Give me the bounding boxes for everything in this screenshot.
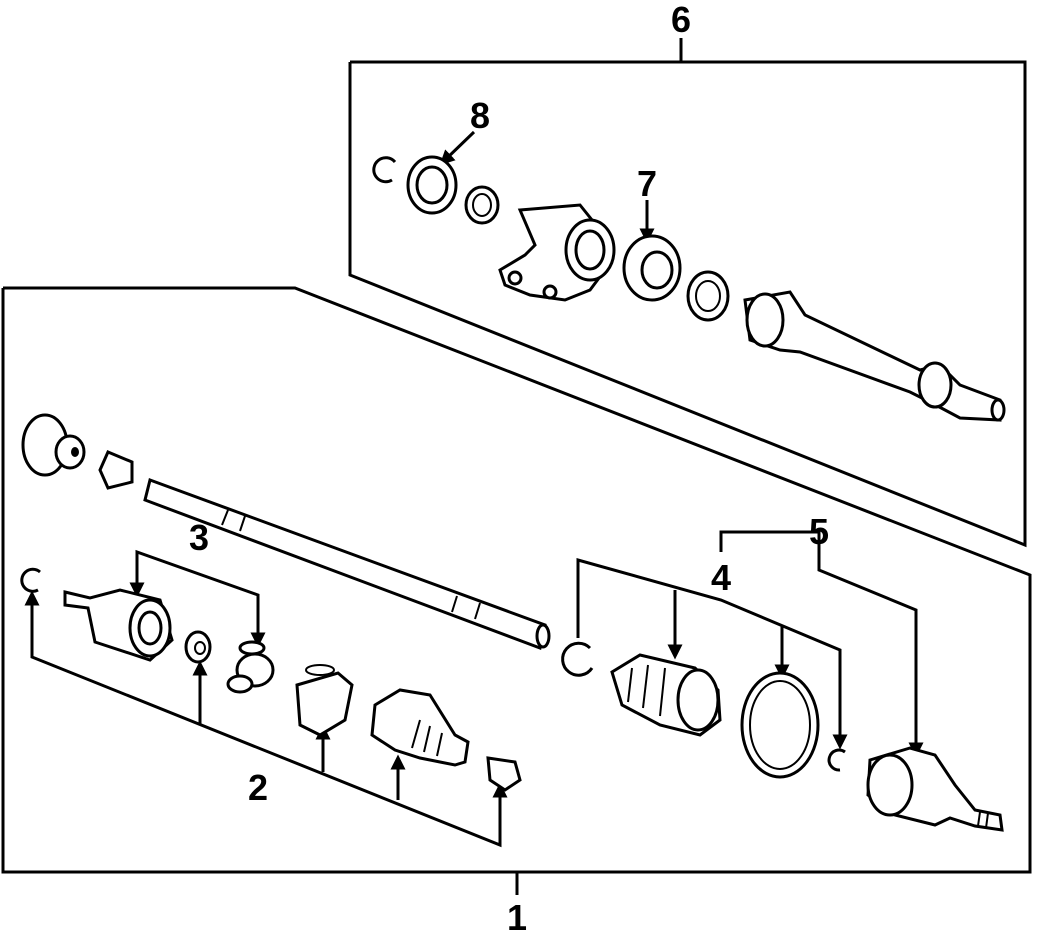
callout-7[interactable]: 7: [637, 163, 657, 244]
assembly-6-frame: [348, 60, 1027, 548]
callout-4-bracket: [576, 558, 848, 750]
bearing: [622, 234, 682, 302]
small-band-inner: [486, 756, 522, 792]
callout-4[interactable]: 4: [576, 557, 848, 750]
callout-3-label: 3: [189, 517, 209, 558]
callout-8[interactable]: 8: [439, 95, 490, 166]
inner-cv-joint: [63, 588, 174, 662]
oil-seal: [406, 155, 458, 215]
callout-6[interactable]: 6: [671, 0, 691, 62]
boot-band-outer: [740, 671, 820, 779]
callout-1[interactable]: 1: [507, 872, 527, 938]
callout-2-label: 2: [248, 767, 268, 808]
callout-5-bracket: [719, 530, 924, 758]
clamp-inner: [98, 450, 134, 490]
inner-joint-housing: [21, 413, 86, 477]
tripod-joint: [226, 640, 275, 694]
callout-8-arrow: [439, 130, 476, 166]
callout-8-label: 8: [470, 95, 490, 136]
outer-boot: [610, 653, 722, 737]
washer: [184, 630, 212, 664]
callout-5[interactable]: 5: [719, 511, 924, 758]
snap-ring-upper: [372, 156, 397, 184]
bearing-support-bracket: [498, 203, 616, 302]
callout-4-label: 4: [711, 557, 731, 598]
outer-cv-joint: [866, 746, 1004, 832]
callout-2[interactable]: 2: [24, 590, 508, 848]
callout-1-label: 1: [507, 897, 527, 938]
intermediate-shaft: [743, 290, 1006, 422]
clip-upper: [464, 185, 500, 225]
snap-ring-bearing: [686, 270, 730, 322]
callout-3[interactable]: 3: [129, 517, 266, 648]
circlip-left: [20, 567, 41, 593]
snap-ring-outer: [561, 641, 594, 677]
boot-band-inner: [295, 664, 354, 737]
callout-3-bracket: [135, 549, 266, 648]
callout-7-label: 7: [637, 163, 657, 204]
half-shaft-bar: [143, 478, 551, 651]
assembly-1-frame: [1, 286, 1032, 874]
callout-6-label: 6: [671, 0, 691, 40]
inner-boot: [370, 688, 470, 767]
circlip-outer: [827, 748, 846, 772]
